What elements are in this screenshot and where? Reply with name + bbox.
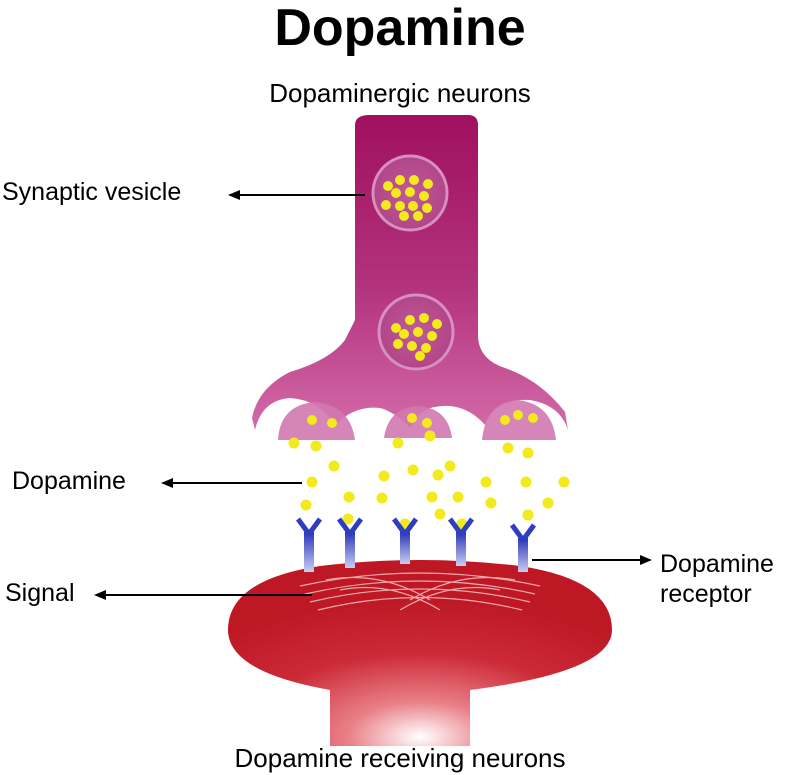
synaptic-vesicle-2	[377, 293, 455, 371]
receptor-label-line-1: Dopamine	[660, 550, 774, 578]
dopamine-receptors	[295, 517, 537, 572]
receptor-3	[391, 517, 419, 564]
dopamine-label: Dopamine	[12, 467, 126, 495]
receptor-1	[295, 517, 323, 572]
pointer-arrows	[94, 190, 652, 600]
postsynaptic-body	[228, 560, 612, 746]
receptor-label-line-2: receptor	[660, 580, 752, 608]
synaptic-vesicle-label: Synaptic vesicle	[2, 178, 182, 206]
dopamine-receptor-label: Dopamine receptor	[660, 549, 774, 609]
presynaptic-neuron-label: Dopaminergic neurons	[269, 78, 531, 108]
receptor-4	[447, 517, 475, 566]
receptor-2	[336, 517, 364, 568]
fusing-vesicle-dots	[307, 410, 538, 428]
synaptic-vesicle-1	[371, 154, 449, 232]
presynaptic-body	[252, 115, 568, 430]
presynaptic-neuron	[252, 115, 568, 440]
signal-arcs	[299, 572, 541, 611]
receptor-5	[509, 523, 537, 572]
diagram-title: Dopamine	[274, 0, 526, 57]
postsynaptic-neuron-label: Dopamine receiving neurons	[234, 743, 566, 773]
signal-label: Signal	[5, 579, 75, 607]
postsynaptic-neuron	[228, 560, 612, 746]
dopamine-molecules	[288, 430, 570, 530]
